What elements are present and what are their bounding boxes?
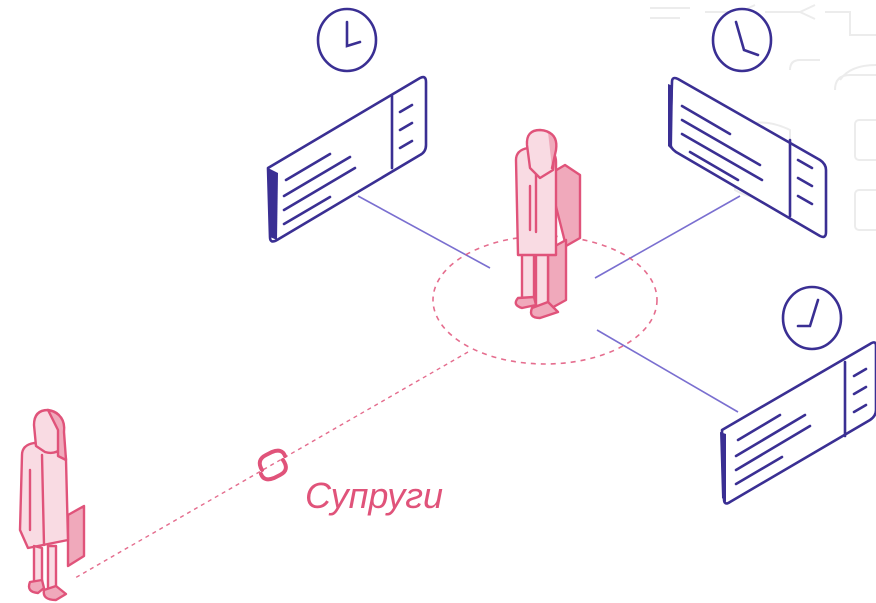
ticket-top-right [668,7,828,239]
ticket-icon [266,75,428,243]
connector-top-right [594,195,741,279]
person-woman-icon [18,408,86,602]
ticket-top-left [266,7,428,243]
ticket-icon [720,341,876,505]
relation-label: Супруги [305,475,443,516]
link-chain-icon [257,448,288,482]
person-man-icon [514,128,582,320]
clock-icon [316,7,378,73]
connector-bottom-right [596,329,739,413]
connector-lines [357,195,741,413]
clock-icon [711,7,773,73]
spouse-link-line [74,351,469,579]
ticket-icon [668,76,828,239]
connector-top-left [357,195,491,269]
ticket-bottom-right [720,285,876,505]
clock-icon [781,285,843,351]
